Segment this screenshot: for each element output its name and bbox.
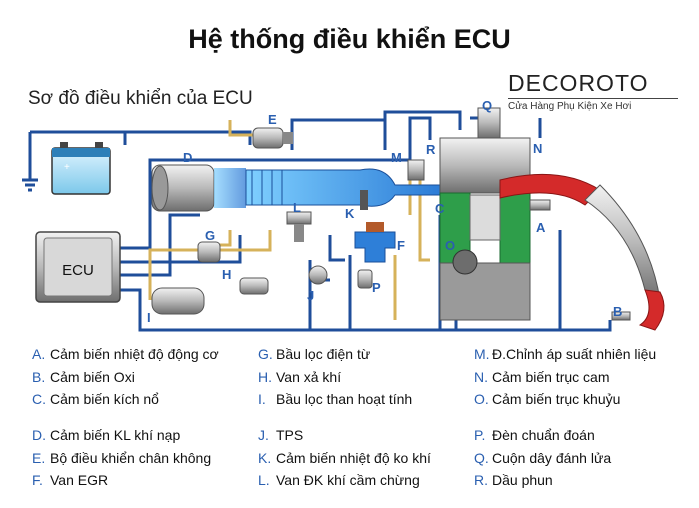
label-i: I: [147, 310, 151, 325]
label-q: Q: [482, 98, 492, 113]
label-m: M: [391, 150, 402, 165]
battery: +: [51, 142, 111, 195]
engine-block: [439, 107, 531, 321]
legend-item-i: I.Bầu lọc than hoạt tính: [258, 391, 413, 407]
component-l: [286, 211, 312, 242]
legend-item-m: M.Đ.Chỉnh áp suất nhiên liệu: [474, 346, 657, 362]
label-d: D: [183, 150, 192, 165]
legend-item-e: E.Bộ điều khiển chân không: [32, 450, 212, 466]
legend-item-l: L.Van ĐK khí cầm chừng: [258, 472, 420, 488]
diagram-title: Hệ thống điều khiển ECU: [188, 24, 511, 54]
component-f: [354, 222, 396, 263]
label-c: C: [435, 201, 445, 216]
label-o: O: [445, 238, 455, 253]
brand-name: DECOROTO: [508, 70, 649, 96]
air-intake: [151, 164, 471, 212]
legend-item-o: O.Cảm biến trục khuỷu: [474, 391, 621, 407]
legend-item-a: A.Cảm biến nhiệt độ động cơ: [32, 346, 219, 362]
component-p: [357, 269, 373, 289]
legend-item-r: R.Dầu phun: [474, 472, 553, 488]
legend-item-f: F.Van EGR: [32, 472, 109, 488]
legend-item-n: N.Cảm biến trục cam: [474, 369, 610, 385]
legend-item-b: B.Cảm biến Oxi: [32, 369, 135, 385]
ecu-label: ECU: [62, 262, 94, 279]
legend-item-g: G.Bầu lọc điện từ: [258, 346, 371, 362]
component-h: [239, 277, 269, 295]
label-g: G: [205, 228, 215, 243]
label-j: J: [307, 288, 314, 303]
diagram-subtitle: Sơ đồ điều khiển của ECU: [28, 88, 253, 109]
legend-item-k: K.Cảm biến nhiệt độ ko khí: [258, 450, 431, 466]
legend-item-q: Q.Cuộn dây đánh lửa: [474, 450, 612, 466]
label-l: L: [293, 200, 301, 215]
label-k: K: [345, 206, 355, 221]
label-e: E: [268, 112, 277, 127]
legend-item-p: P.Đèn chuẩn đoán: [474, 427, 595, 443]
legend-item-c: C.Cảm biến kích nổ: [32, 391, 159, 407]
legend-item-j: J.TPS: [258, 427, 304, 443]
label-f: F: [397, 238, 405, 253]
label-p: P: [372, 280, 381, 295]
brand-tagline: Cửa Hàng Phụ Kiện Xe Hơi: [508, 98, 678, 112]
svg-text:+: +: [64, 162, 70, 173]
part-letter-labels: A B C D E F G H I J K L M N O P Q R: [147, 98, 622, 325]
label-h: H: [222, 267, 231, 282]
label-n: N: [533, 141, 542, 156]
label-b: B: [613, 304, 622, 319]
exhaust-system: [499, 173, 665, 331]
legend-item-h: H.Van xả khí: [258, 369, 342, 385]
component-g: [197, 241, 221, 263]
component-m: [407, 159, 425, 181]
ecu-unit: ECU: [35, 231, 121, 303]
label-a: A: [536, 220, 546, 235]
sensor-a: [529, 199, 551, 211]
legend-item-d: D.Cảm biến KL khí nạp: [32, 427, 181, 443]
label-r: R: [426, 142, 436, 157]
brand-logo: DECOROTO Cửa Hàng Phụ Kiện Xe Hơi: [508, 70, 678, 112]
component-i: [151, 287, 205, 315]
component-j: [308, 265, 328, 285]
component-e: [252, 127, 293, 149]
